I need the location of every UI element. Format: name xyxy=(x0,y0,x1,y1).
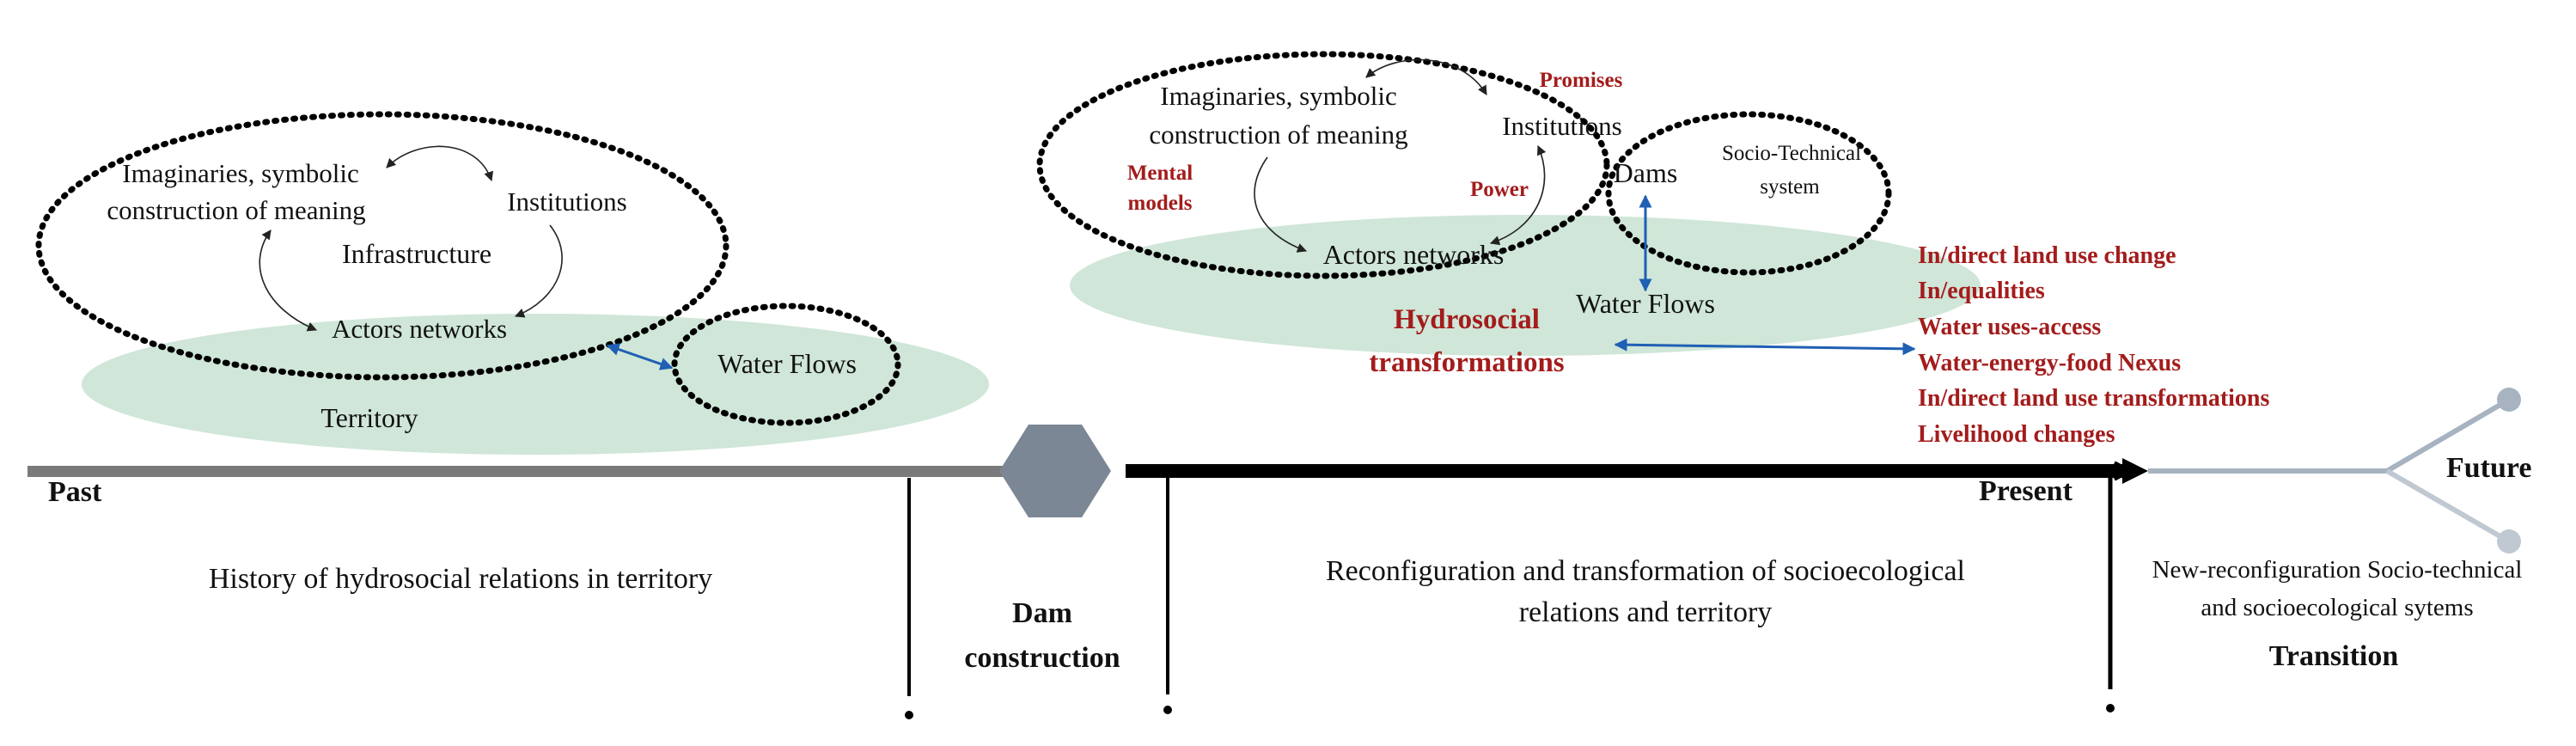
past-water-ellipse xyxy=(671,303,901,426)
present-cycle-arrow-left xyxy=(1254,156,1308,253)
past-cycle-arrow-left xyxy=(259,229,318,332)
transition-label: Transition xyxy=(2269,640,2399,672)
future-node-lower xyxy=(2497,529,2521,553)
impacts-list: In/direct land use change In/equalities … xyxy=(1918,242,2269,448)
past-cycle-arrow-top xyxy=(386,145,494,182)
impact-item: In/direct land use change xyxy=(1918,242,2176,269)
past-label: Past xyxy=(48,476,102,508)
hydrosocial-line2: transformations xyxy=(1369,347,1564,378)
past-social-ellipse xyxy=(35,111,729,381)
promises-label: Promises xyxy=(1540,69,1623,92)
past-imaginaries-line2: construction of meaning xyxy=(107,195,365,225)
impact-item: Water-energy-food Nexus xyxy=(1918,350,2181,376)
future-branch-lower xyxy=(2385,468,2511,544)
dam-label-line2: construction xyxy=(964,642,1120,674)
past-imaginaries-line1: Imaginaries, symbolic xyxy=(122,158,359,188)
mental-models-line2: models xyxy=(1128,192,1193,215)
present-imaginaries-line2: construction of meaning xyxy=(1149,119,1407,150)
present-water-flows: Water Flows xyxy=(1576,288,1715,319)
past-water-flows: Water Flows xyxy=(717,348,857,379)
sociotechnical-line1: Socio-Technical xyxy=(1722,142,1861,165)
sociotechnical-line2: system xyxy=(1760,175,1820,199)
impact-item: Water uses-access xyxy=(1918,314,2101,340)
impacts-link-arrow xyxy=(1614,338,1916,356)
dams-label: Dams xyxy=(1614,157,1678,188)
reconfiguration-label-line1: Reconfiguration and transformation of so… xyxy=(1326,555,1965,587)
past-infrastructure: Infrastructure xyxy=(342,238,491,269)
dam-label-line1: Dam xyxy=(1012,597,1072,629)
past-actors-networks: Actors networks xyxy=(332,314,507,344)
future-label: Future xyxy=(2446,452,2531,484)
sociotechnical-ellipse xyxy=(1605,111,1892,276)
impact-item: Livelihood changes xyxy=(1918,421,2115,448)
history-label: History of hydrosocial relations in terr… xyxy=(209,563,712,595)
future-node-upper xyxy=(2497,388,2521,412)
present-social-ellipse xyxy=(1036,51,1610,279)
new-reconfiguration-line2: and socioecological sytems xyxy=(2201,594,2473,621)
impact-item: In/direct land use transformations xyxy=(1918,385,2269,412)
present-actors-networks: Actors networks xyxy=(1323,239,1505,270)
present-institutions: Institutions xyxy=(1502,111,1622,141)
present-imaginaries-line1: Imaginaries, symbolic xyxy=(1160,81,1397,111)
present-cycle-arrow-right xyxy=(1489,144,1547,246)
impact-item: In/equalities xyxy=(1918,278,2045,304)
past-cycle-arrow-right xyxy=(514,224,563,318)
territory-label: Territory xyxy=(320,402,418,433)
future-branch-upper xyxy=(2385,397,2511,474)
past-water-link-arrow xyxy=(606,343,674,370)
power-label: Power xyxy=(1470,178,1529,201)
new-reconfiguration-line1: New-reconfiguration Socio-technical xyxy=(2152,556,2523,584)
past-institutions: Institutions xyxy=(507,186,627,217)
present-timeline-arrow xyxy=(1126,458,2148,484)
dam-hexagon xyxy=(999,425,1111,517)
hydrosocial-line1: Hydrosocial xyxy=(1394,304,1540,335)
present-cycle-arrow-top xyxy=(1365,58,1487,95)
present-label: Present xyxy=(1979,475,2073,507)
past-timeline-bar xyxy=(27,466,1033,477)
territory-area xyxy=(82,314,989,455)
mental-models-line1: Mental xyxy=(1127,162,1193,185)
reconfiguration-label-line2: relations and territory xyxy=(1519,596,1773,628)
